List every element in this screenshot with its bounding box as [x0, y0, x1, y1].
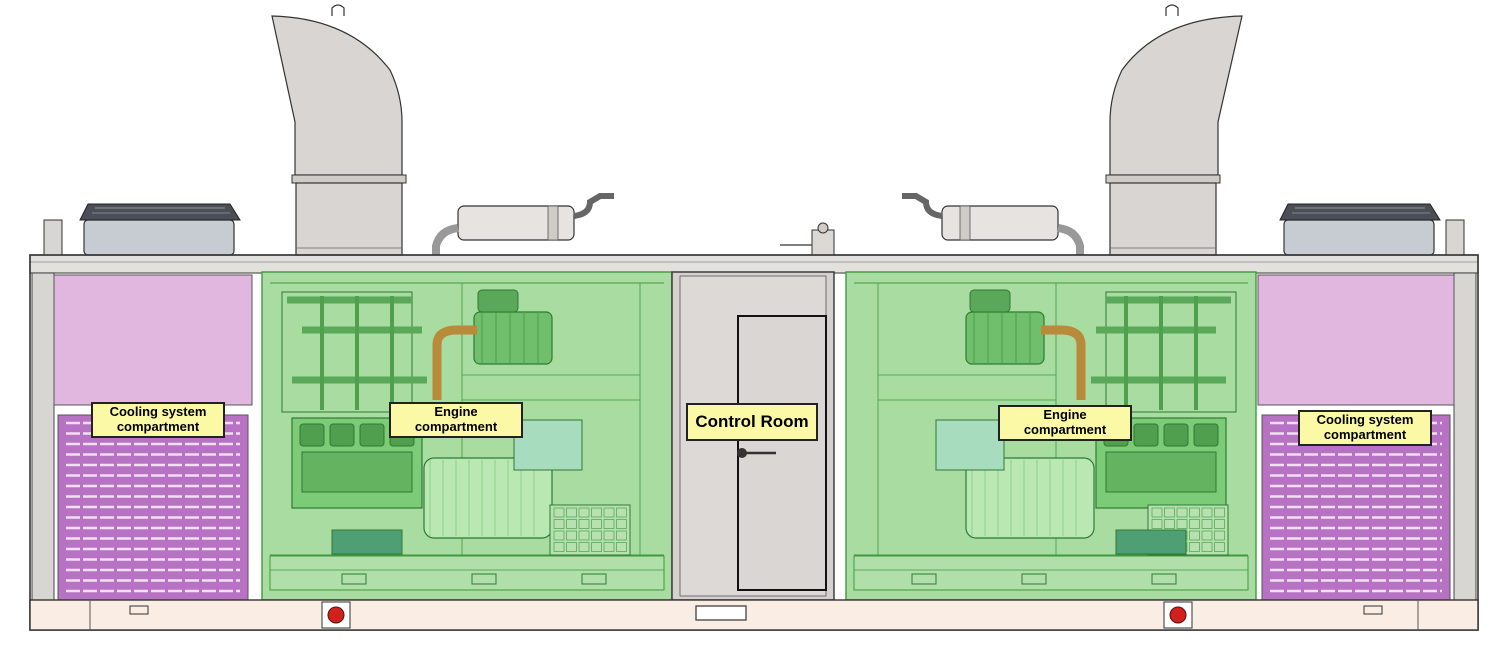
engine-details-left	[269, 282, 665, 591]
door-handle	[737, 448, 776, 458]
base-skid	[29, 599, 1479, 631]
muffler-right	[902, 193, 1084, 255]
roof-vent-center	[780, 222, 835, 256]
exhaust-stack-right	[1105, 4, 1243, 256]
label-cooling-left-line2: compartment	[116, 419, 200, 434]
label-engine-right-line1: Engine	[1043, 407, 1087, 423]
label-cooling-right-line2: compartment	[1323, 427, 1407, 442]
engine-details-right	[853, 282, 1249, 591]
radiator-fan-left	[79, 203, 241, 256]
radiator-fan-right	[1279, 203, 1441, 256]
fuel-cap-left	[321, 601, 351, 629]
muffler-left	[432, 193, 614, 255]
roof-rail	[29, 254, 1479, 274]
label-cooling-left: Cooling system compartment	[91, 402, 225, 438]
label-control-room: Control Room	[686, 403, 818, 441]
label-engine-left: Engine compartment	[389, 402, 523, 438]
label-engine-left-line2: compartment	[414, 419, 498, 434]
label-engine-right: Engine compartment	[998, 405, 1132, 441]
label-cooling-right-line1: Cooling system	[1316, 412, 1414, 428]
label-engine-left-line1: Engine	[434, 404, 478, 420]
fuel-cap-right	[1163, 601, 1193, 629]
label-control-room-text: Control Room	[695, 412, 809, 432]
label-cooling-left-line1: Cooling system	[109, 404, 207, 420]
label-engine-right-line2: compartment	[1023, 422, 1107, 437]
exhaust-stack-left	[271, 4, 407, 256]
label-cooling-right: Cooling system compartment	[1298, 410, 1432, 446]
